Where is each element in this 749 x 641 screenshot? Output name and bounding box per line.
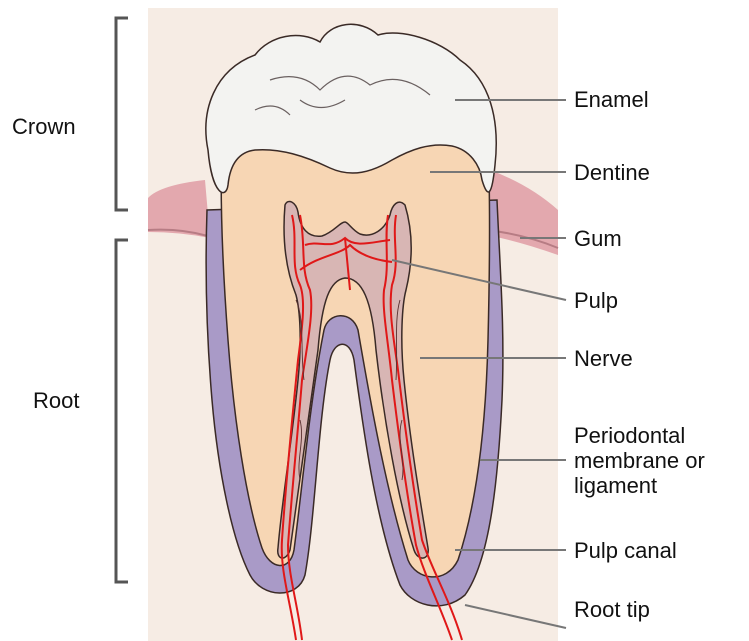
root-label: Root — [33, 389, 79, 413]
crown-label: Crown — [12, 115, 76, 139]
crown-bracket — [116, 18, 128, 210]
root-tip-label: Root tip — [574, 598, 650, 622]
pulp-canal-label: Pulp canal — [574, 539, 677, 563]
pulp-label: Pulp — [574, 289, 618, 313]
periodontal-label: Periodontal membrane or ligament — [574, 423, 705, 498]
root-bracket — [116, 240, 128, 582]
enamel-label: Enamel — [574, 88, 649, 112]
periodontal-label-line2: membrane or — [574, 448, 705, 473]
nerve-label: Nerve — [574, 347, 633, 371]
gum-label: Gum — [574, 227, 622, 251]
periodontal-label-line3: ligament — [574, 473, 705, 498]
dentine-label: Dentine — [574, 161, 650, 185]
periodontal-label-line1: Periodontal — [574, 423, 705, 448]
